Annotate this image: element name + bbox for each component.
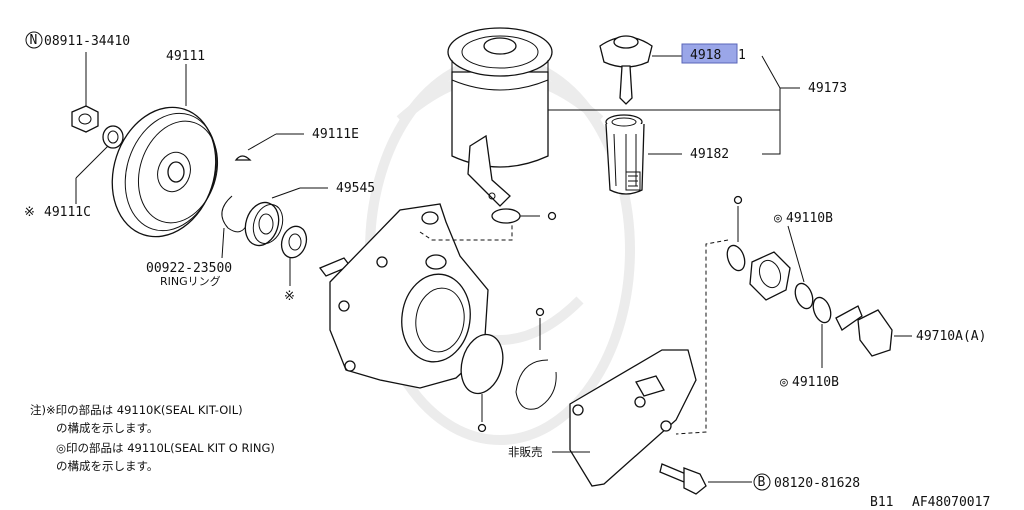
- pulley-label: 49111: [166, 49, 205, 64]
- ring-label: 00922-23500: [146, 261, 232, 276]
- washer-bottom: [812, 296, 832, 324]
- bearing-label: 49545: [336, 181, 375, 196]
- gasket: [491, 208, 521, 224]
- key-label: 49111E: [312, 127, 359, 142]
- reservoir-tank: [447, 27, 553, 207]
- bracket-bolt: [659, 463, 707, 495]
- bolt-a-label: 49710A(A): [916, 329, 986, 344]
- bolt-b-circle-letter: B: [758, 475, 766, 490]
- large-oring: [460, 333, 504, 395]
- note-line-4: の構成を示します。: [56, 459, 158, 473]
- cap-label: 4918: [690, 48, 721, 63]
- oil-seal: [280, 225, 308, 259]
- tank-label: 49173: [808, 81, 847, 96]
- note-line-2: の構成を示します。: [56, 421, 158, 435]
- washer-mark: ※: [24, 205, 35, 220]
- banjo-bolt: [835, 305, 893, 357]
- note-line-1: 注)※印の部品は 49110K(SEAL KIT-OIL): [30, 403, 243, 417]
- filter-label: 49182: [690, 147, 729, 162]
- cap-label-suffix: 1: [738, 48, 746, 63]
- fitting-small-oring: [733, 195, 743, 205]
- nut-ref-label: 08911-34410: [44, 34, 130, 49]
- footer-code-1: B11: [870, 495, 893, 510]
- washer: [102, 125, 124, 149]
- pump-body: [318, 203, 489, 389]
- oring-top-mark: ◎: [774, 211, 782, 226]
- nut-ref-circle-letter: N: [30, 33, 38, 48]
- filter: [605, 114, 645, 195]
- snap-ring-oring: [535, 307, 545, 317]
- oring-top-label: 49110B: [786, 211, 833, 226]
- snap-ring: [221, 195, 249, 233]
- washer-top: [794, 282, 814, 310]
- fitting-oring: [726, 244, 746, 272]
- large-oring-small: [477, 423, 487, 433]
- bracket: [569, 349, 697, 487]
- nut-ref-circle: [25, 31, 43, 49]
- footer-code-2: AF48070017: [912, 495, 990, 510]
- note-line-3: ◎印の部品は 49110L(SEAL KIT O RING): [56, 441, 275, 455]
- gasket-oring: [547, 211, 557, 221]
- bolt-b-circle: [753, 473, 771, 491]
- bolt-b-label: 08120-81628: [774, 476, 860, 491]
- seal-mark: ※: [284, 289, 295, 304]
- bracket-label: 非販売: [508, 445, 543, 459]
- washer-label: 49111C: [44, 205, 91, 220]
- nut: [71, 105, 99, 133]
- pulley: [111, 106, 219, 238]
- oring-bottom-label: 49110B: [792, 375, 839, 390]
- oring-bottom-mark: ◎: [780, 375, 788, 390]
- cap-label-highlight: [681, 43, 738, 64]
- cap: [599, 35, 653, 105]
- ring-name: RINGリング: [160, 274, 221, 288]
- union-fitting: [749, 251, 791, 301]
- bearing: [244, 201, 284, 247]
- snap-ring-right: [515, 359, 557, 410]
- key: [234, 155, 252, 161]
